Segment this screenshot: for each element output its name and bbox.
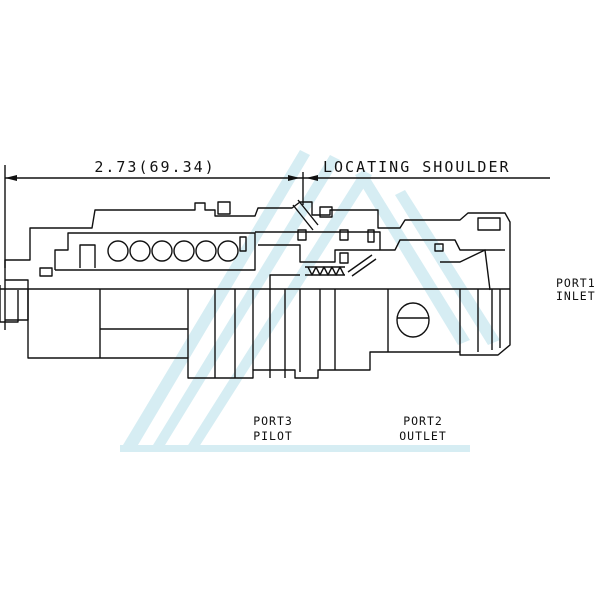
svg-text:PILOT: PILOT xyxy=(253,429,293,443)
svg-text:PORT1: PORT1 xyxy=(556,276,596,290)
svg-text:INLET: INLET xyxy=(556,289,596,303)
svg-text:PORT2: PORT2 xyxy=(403,414,443,428)
port1-label: PORT1 INLET xyxy=(556,276,596,303)
svg-text:OUTLET: OUTLET xyxy=(399,429,447,443)
dimension-label: 2.73(69.34) xyxy=(94,158,215,176)
locating-shoulder-label: LOCATING SHOULDER xyxy=(323,158,511,176)
dimension-line xyxy=(4,165,550,330)
port3-label: PORT3 PILOT xyxy=(253,414,293,443)
watermark-logo xyxy=(120,150,500,452)
outlet-port-hole xyxy=(396,302,430,338)
port2-label: PORT2 OUTLET xyxy=(399,414,447,443)
valve-body xyxy=(0,199,511,379)
svg-text:PORT3: PORT3 xyxy=(253,414,293,428)
spring-coils xyxy=(107,240,239,262)
